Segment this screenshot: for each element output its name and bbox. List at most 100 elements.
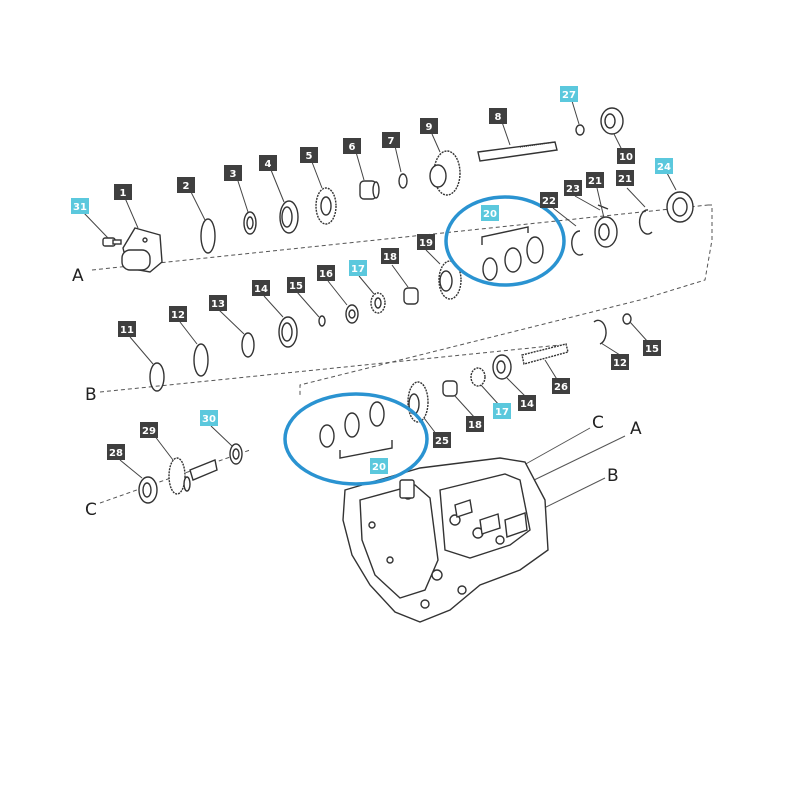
callout-14: 14 bbox=[518, 395, 536, 411]
callout-box bbox=[200, 410, 218, 426]
axis-letter-c-left: C bbox=[85, 500, 97, 520]
callout-28: 28 bbox=[107, 444, 125, 460]
callout-box bbox=[300, 147, 318, 163]
callout-number: 31 bbox=[73, 202, 87, 213]
callout-5: 5 bbox=[300, 147, 318, 163]
callout-22: 22 bbox=[540, 192, 558, 208]
callout-1: 1 bbox=[114, 184, 132, 200]
seal-24 bbox=[666, 191, 694, 223]
callout-box bbox=[552, 378, 570, 394]
axis-line-a bbox=[91, 204, 709, 271]
callout-number: 28 bbox=[109, 448, 123, 459]
bearing-30 bbox=[229, 443, 243, 465]
ring-set-20-lower bbox=[319, 401, 393, 459]
callout-box bbox=[177, 177, 195, 193]
callout-number: 21 bbox=[618, 174, 632, 185]
callout-number: 21 bbox=[588, 176, 602, 187]
callout-number: 17 bbox=[495, 407, 509, 418]
callout-number: 3 bbox=[230, 169, 237, 180]
axis-line-b bbox=[99, 344, 561, 393]
callout-12: 12 bbox=[169, 306, 187, 322]
ring-15 bbox=[318, 315, 326, 327]
callout-box bbox=[224, 165, 242, 181]
frame-line-upper bbox=[299, 204, 713, 395]
row-c-parts bbox=[138, 313, 632, 504]
callout-box bbox=[616, 170, 634, 186]
callout-box bbox=[420, 118, 438, 134]
callout-box bbox=[540, 192, 558, 208]
transmission-case bbox=[342, 457, 549, 623]
ring-7 bbox=[398, 173, 408, 189]
callout-box bbox=[493, 403, 511, 419]
bearing-22 bbox=[594, 216, 618, 248]
ring-15-lower bbox=[622, 313, 632, 325]
axis-letters: A B C C A B bbox=[72, 266, 642, 520]
callout-box bbox=[481, 205, 499, 221]
callout-number: 15 bbox=[645, 344, 659, 355]
callout-number: 9 bbox=[426, 122, 433, 133]
bushing-18-lower bbox=[442, 380, 458, 397]
callout-number: 15 bbox=[289, 281, 303, 292]
case-leader-lines bbox=[514, 427, 626, 511]
callout-number: 18 bbox=[468, 420, 482, 431]
leader-c bbox=[514, 427, 591, 471]
highlight-circles bbox=[283, 195, 566, 486]
callout-box bbox=[382, 132, 400, 148]
callout-23: 23 bbox=[564, 180, 582, 196]
callout-box bbox=[114, 184, 132, 200]
callout-13: 13 bbox=[209, 295, 227, 311]
snap-ring-12 bbox=[193, 343, 209, 377]
callout-box bbox=[118, 321, 136, 337]
callout-number: 25 bbox=[435, 436, 449, 447]
callout-12: 12 bbox=[611, 354, 629, 370]
bearing-14 bbox=[278, 316, 298, 348]
callout-8: 8 bbox=[489, 108, 507, 124]
callout-number: 22 bbox=[542, 196, 556, 207]
callout-number: 13 bbox=[211, 299, 225, 310]
callout-box bbox=[343, 138, 361, 154]
gear-shaft-29 bbox=[168, 457, 218, 495]
flange-sleeve-1 bbox=[121, 227, 163, 273]
callout-19: 19 bbox=[417, 234, 435, 250]
ring-13 bbox=[241, 332, 255, 358]
bearing-4 bbox=[279, 200, 299, 234]
callout-9: 9 bbox=[420, 118, 438, 134]
callout-box bbox=[209, 295, 227, 311]
callout-number: 18 bbox=[383, 252, 397, 263]
callout-17: 17 bbox=[493, 403, 511, 419]
callout-box bbox=[71, 198, 89, 214]
axis-letter-a-right: A bbox=[630, 419, 642, 439]
callout-box bbox=[287, 277, 305, 293]
callout-24: 24 bbox=[655, 158, 673, 174]
callout-box bbox=[560, 86, 578, 102]
gear-19 bbox=[438, 260, 462, 300]
callout-26: 26 bbox=[552, 378, 570, 394]
shaft-26 bbox=[521, 343, 569, 365]
callout-14: 14 bbox=[252, 280, 270, 296]
callout-box bbox=[252, 280, 270, 296]
callout-15: 15 bbox=[287, 277, 305, 293]
callout-31: 31 bbox=[71, 198, 89, 214]
callout-16: 16 bbox=[317, 265, 335, 281]
bearing-3 bbox=[243, 211, 257, 235]
callout-box bbox=[489, 108, 507, 124]
leader-b bbox=[539, 477, 606, 511]
callout-number: 6 bbox=[349, 142, 356, 153]
gear-5 bbox=[315, 187, 337, 225]
callout-18: 18 bbox=[381, 248, 399, 264]
row-a-parts bbox=[102, 107, 694, 281]
bearing-28 bbox=[138, 476, 158, 504]
callout-number: 19 bbox=[419, 238, 433, 249]
bolt-31 bbox=[102, 237, 122, 247]
callout-25: 25 bbox=[433, 432, 451, 448]
callout-box bbox=[417, 234, 435, 250]
callout-box bbox=[381, 248, 399, 264]
callout-30: 30 bbox=[200, 410, 218, 426]
callout-leaders bbox=[82, 100, 677, 479]
callout-box bbox=[466, 416, 484, 432]
callout-box bbox=[643, 340, 661, 356]
callout-box bbox=[655, 158, 673, 174]
callout-15: 15 bbox=[643, 340, 661, 356]
highlight-circle-lower bbox=[283, 392, 429, 486]
